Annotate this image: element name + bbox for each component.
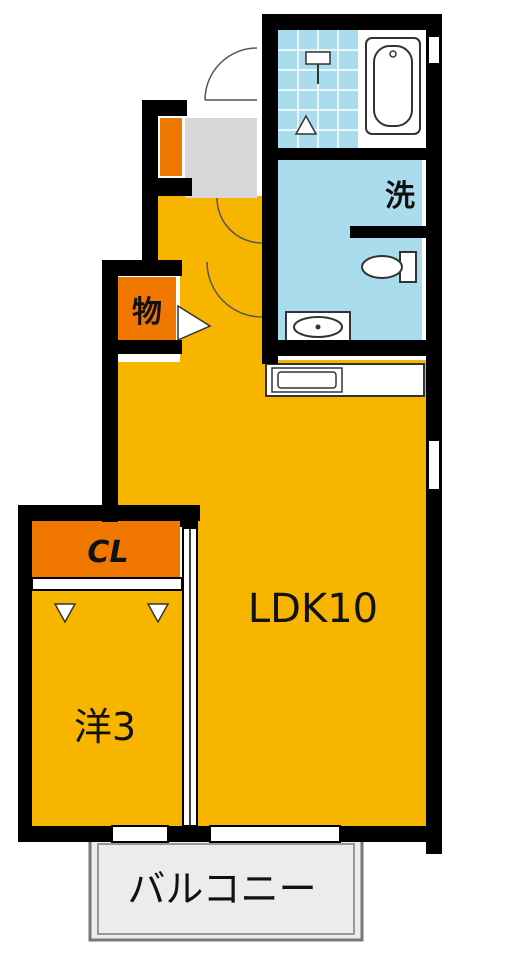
- bathtub-icon: [365, 37, 421, 135]
- closet-label: CL: [87, 535, 128, 570]
- ldk-label: LDK10: [248, 586, 378, 632]
- storage: [118, 277, 176, 341]
- balcony: [88, 834, 364, 942]
- balcony-label: バルコニー: [127, 867, 316, 911]
- kitchen-sink-icon: [265, 363, 425, 397]
- sliding-partition: [182, 527, 198, 827]
- toilet-icon: [361, 251, 417, 283]
- washbasin-icon: [285, 311, 351, 343]
- room-labels: LDK10 洋3 CL 物 洗 バルコニー: [74, 179, 415, 911]
- laundry-label: 洗: [385, 179, 415, 214]
- washroom: [278, 160, 422, 340]
- shoe-cabinet-icon: [160, 118, 182, 176]
- windows: [111, 35, 441, 843]
- western-room: [30, 588, 188, 828]
- shower-icon: [294, 51, 331, 135]
- western-room-label: 洋3: [74, 705, 136, 749]
- door-swing-icon: [177, 47, 263, 342]
- entrance: [185, 118, 257, 198]
- closet: [30, 520, 180, 578]
- entry-hall: [155, 196, 267, 364]
- storage-label: 物: [132, 295, 162, 330]
- closet-rail: [31, 577, 183, 624]
- ldk-room: [117, 360, 428, 826]
